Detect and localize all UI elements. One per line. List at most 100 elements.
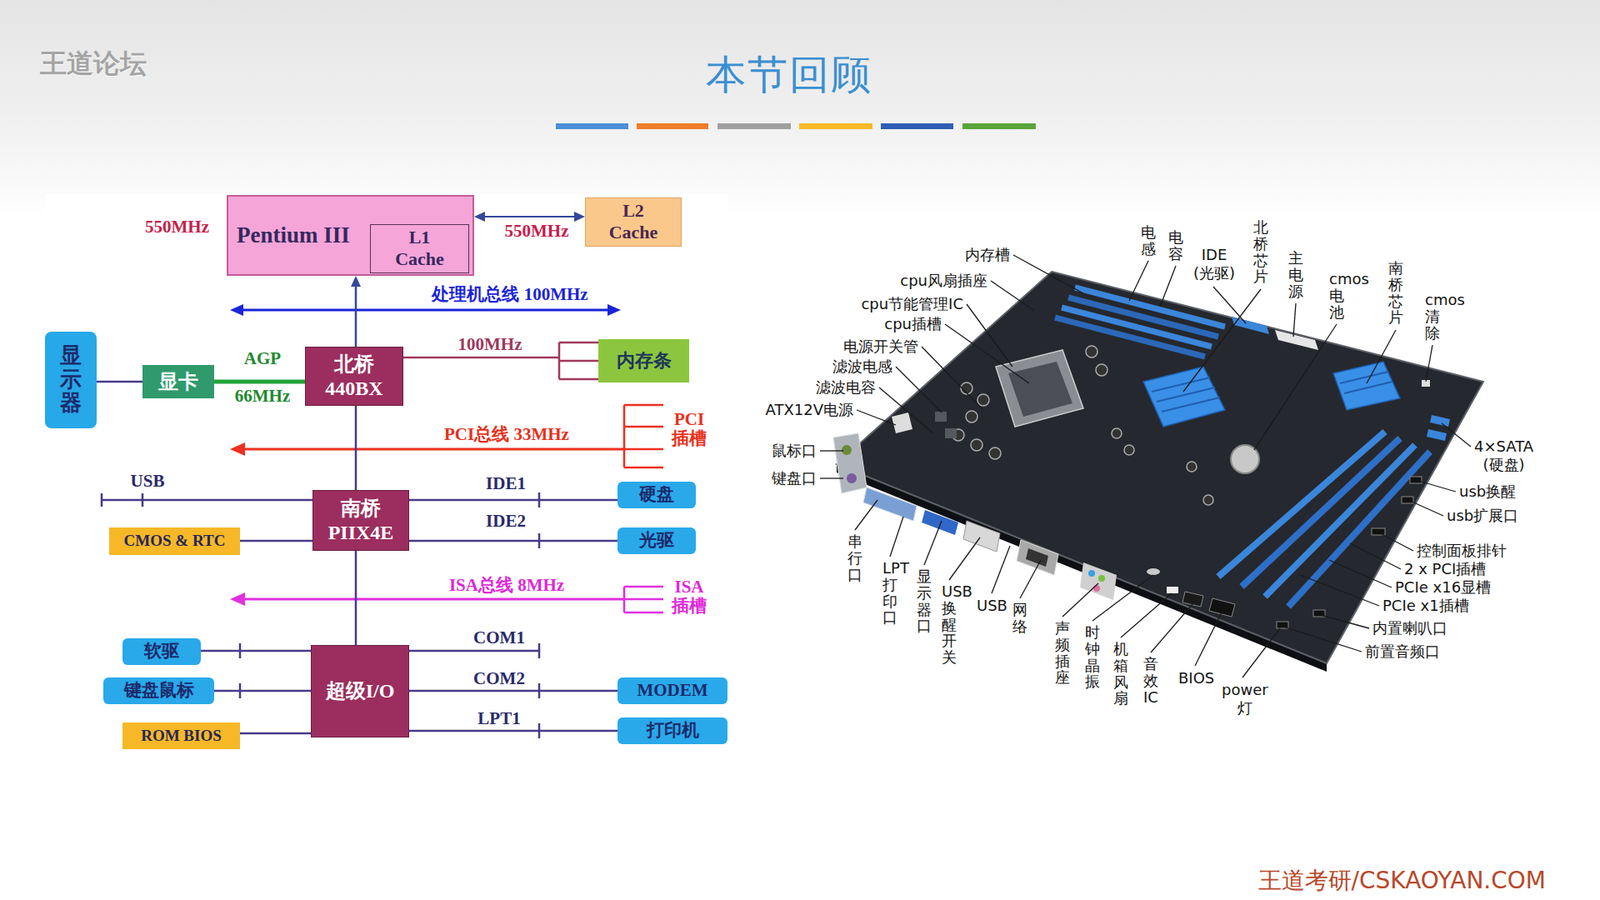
connector-line	[214, 380, 305, 385]
leader-lines-part	[1329, 560, 1392, 588]
connector	[409, 730, 618, 732]
title-wrap: 本节回顾	[705, 48, 873, 102]
edge-label-wrap: 550MHz	[505, 221, 570, 241]
io-ports-part	[1025, 548, 1049, 567]
motherboard	[833, 271, 1484, 672]
edge-label-wrap: LPT1	[477, 709, 520, 729]
isa-bus-part	[230, 592, 245, 606]
leader-lines-part	[1013, 255, 1084, 294]
label-wrap: 66MHz	[235, 386, 290, 406]
pci-bus-part	[243, 448, 625, 451]
label-wrap: 主电源	[1288, 250, 1304, 300]
label-wrap: 电容	[1168, 229, 1184, 263]
motherboard-part	[1209, 598, 1235, 617]
label-wrap: 北桥芯片	[1253, 219, 1269, 285]
label-wrap: PCI总线 33MHz	[444, 425, 570, 445]
connector	[474, 211, 585, 222]
slide-title: 本节回顾	[705, 48, 873, 102]
connector	[214, 690, 311, 692]
node-text: 显卡	[158, 370, 199, 395]
edge-label: AGP	[244, 349, 281, 369]
label-wrap: 前置音频口	[1365, 642, 1440, 661]
bus-label: COM1	[473, 628, 525, 648]
device-box: 光驱	[617, 527, 696, 555]
label-wrap: 王道考研/CSKAOYAN.COM	[1258, 865, 1546, 897]
capacitors-part	[1124, 445, 1135, 455]
capacitors-part	[1085, 345, 1098, 358]
inductors	[935, 411, 957, 439]
color-bar	[880, 123, 954, 130]
part-label: cmos电池	[1329, 270, 1345, 320]
label-wrap: USB换醒开关	[941, 583, 957, 666]
connector-line	[409, 499, 618, 502]
node-text: 软驱	[144, 640, 180, 662]
isa-bus-part	[624, 586, 664, 613]
part-label: USB	[976, 596, 1008, 615]
node-text: 硬盘	[639, 484, 675, 505]
part-label: 电源开关管	[843, 337, 919, 356]
motherboard-part	[1426, 429, 1447, 441]
io-ports-part	[833, 433, 867, 494]
node-text: L2 Cache	[609, 200, 659, 245]
part-label: IDE (光驱)	[1193, 245, 1235, 282]
part-label: 鼠标口	[771, 441, 817, 460]
edge-label: IDE2	[485, 511, 526, 531]
arrow-head	[350, 275, 361, 287]
label-wrap: BIOS	[1178, 669, 1215, 688]
label-wrap: 网络	[1012, 601, 1028, 635]
device-box: 显示器	[45, 331, 97, 429]
label-wrap: 南桥芯片	[1388, 260, 1404, 326]
part-label: USB换醒开关	[941, 583, 957, 666]
pci-bus-part	[624, 405, 664, 468]
part-label: usb换醒	[1459, 482, 1516, 501]
node-text: 超级I/O	[325, 679, 395, 704]
leader-lines-part	[1418, 480, 1456, 492]
part-label: 串行口	[847, 533, 863, 583]
node-text: CMOS & RTC	[124, 531, 226, 551]
leader-lines-part	[820, 450, 844, 451]
io-ports-part	[841, 445, 852, 455]
leader-lines-part	[1283, 626, 1362, 652]
color-bar	[555, 123, 629, 130]
northbridge-heatsink-part	[1143, 366, 1225, 427]
motherboard-part	[1371, 528, 1385, 535]
leader-lines-part	[1195, 612, 1222, 666]
connector-line	[240, 540, 313, 543]
arrow-head	[474, 211, 485, 222]
label-wrap: cmos电池	[1329, 270, 1345, 320]
label-wrap: cmos清除	[1425, 291, 1440, 341]
isa-bus-part	[243, 598, 625, 601]
device-box: 键盘鼠标	[103, 677, 215, 705]
label-wrap: USB	[130, 471, 165, 491]
part-label: BIOS	[1178, 669, 1215, 688]
connector-line	[483, 215, 576, 218]
connector	[96, 381, 143, 383]
part-label: 2 x PCI插槽	[1404, 560, 1486, 579]
label-wrap: cpu风扇插座	[900, 271, 988, 290]
chip-box: 超级I/O	[310, 645, 410, 738]
node-text: MODEM	[636, 680, 708, 701]
io-ports	[833, 433, 1117, 600]
leader-lines-part	[924, 520, 942, 565]
connector	[240, 733, 311, 735]
connector	[240, 540, 313, 542]
connector-line	[355, 405, 358, 490]
connector-line	[214, 690, 311, 693]
capacitors-part	[965, 410, 978, 423]
edge-label: 100MHz	[458, 335, 523, 355]
connector-line	[409, 540, 618, 543]
connector-line	[409, 690, 618, 693]
leader-lines-part	[1242, 628, 1280, 678]
edge-label: COM2	[473, 669, 525, 689]
part-label: PCIe x16显槽	[1395, 578, 1491, 597]
leader-lines-part	[1300, 575, 1380, 606]
leader-lines-part	[890, 516, 904, 557]
capacitors	[952, 345, 1214, 505]
processor-bus-part	[230, 304, 244, 316]
part-label: 北桥芯片	[1253, 219, 1269, 285]
device-box: 打印机	[617, 717, 728, 745]
io-ports-part	[1080, 562, 1117, 600]
motherboard-part	[1430, 415, 1450, 427]
leader-lines-part	[1020, 560, 1041, 599]
label-wrap: 键盘口	[771, 469, 817, 488]
